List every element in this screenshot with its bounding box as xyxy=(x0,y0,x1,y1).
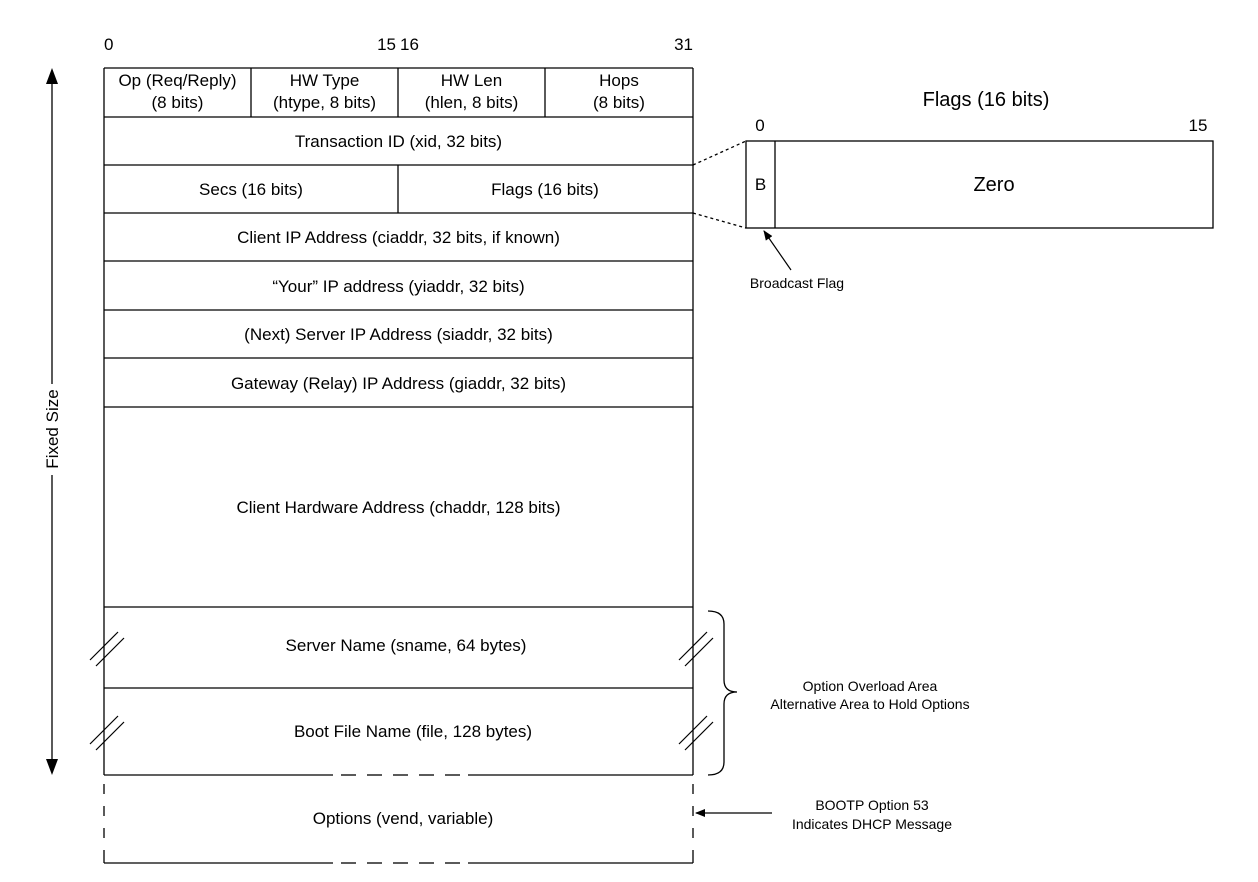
secs-field: Secs (16 bits) xyxy=(199,180,303,199)
flags-bit-0-label: 0 xyxy=(755,116,764,135)
flags-detail-box xyxy=(745,140,1214,229)
options-frame xyxy=(103,784,694,864)
break-marks xyxy=(89,631,714,751)
message-frame xyxy=(103,67,694,776)
giaddr-field: Gateway (Relay) IP Address (giaddr, 32 b… xyxy=(231,374,566,393)
broadcast-bit-label: B xyxy=(755,175,766,194)
bit-16-label: 16 xyxy=(400,35,419,54)
broadcast-flag-label: Broadcast Flag xyxy=(750,275,844,291)
chaddr-field: Client Hardware Address (chaddr, 128 bit… xyxy=(236,498,560,517)
overload-note-line1: Option Overload Area xyxy=(803,678,938,694)
flags-bit-15-label: 15 xyxy=(1189,116,1208,135)
sname-field: Server Name (sname, 64 bytes) xyxy=(286,636,527,655)
htype-field-line1: HW Type xyxy=(290,71,360,90)
overload-note-line2: Alternative Area to Hold Options xyxy=(770,696,969,712)
overload-note: Option Overload Area Alternative Area to… xyxy=(707,610,970,776)
flags-detail: Flags (16 bits) 0 15 B Zero Broadcast Fl… xyxy=(692,89,1214,291)
broadcast-flag-arrow xyxy=(763,230,792,271)
hlen-field-line1: HW Len xyxy=(441,71,502,90)
down-arrow-icon xyxy=(46,759,58,775)
flags-field: Flags (16 bits) xyxy=(491,180,599,199)
bootp-note-line1: BOOTP Option 53 xyxy=(815,797,929,813)
bootp-note: BOOTP Option 53 Indicates DHCP Message xyxy=(695,797,952,832)
transaction-id-field: Transaction ID (xid, 32 bits) xyxy=(295,132,502,151)
zoom-connector-top xyxy=(692,140,747,166)
flags-detail-title: Flags (16 bits) xyxy=(923,89,1050,111)
up-arrow-icon xyxy=(46,68,58,84)
op-field-line2: (8 bits) xyxy=(152,93,204,112)
options-field: Options (vend, variable) xyxy=(313,809,493,828)
curly-brace-icon xyxy=(707,610,738,776)
bit-ruler: 0 15 16 31 xyxy=(104,35,693,54)
fixed-size-indicator: Fixed Size xyxy=(43,68,62,775)
header-fields-row: Op (Req/Reply) (8 bits) HW Type (htype, … xyxy=(118,71,645,112)
op-field-line1: Op (Req/Reply) xyxy=(118,71,236,90)
hops-field-line2: (8 bits) xyxy=(593,93,645,112)
fixed-size-label: Fixed Size xyxy=(43,389,62,468)
htype-field-line2: (htype, 8 bits) xyxy=(273,93,376,112)
bit-0-label: 0 xyxy=(104,35,113,54)
zoom-connector-bottom xyxy=(692,212,747,229)
zero-bits-label: Zero xyxy=(973,174,1014,196)
siaddr-field: (Next) Server IP Address (siaddr, 32 bit… xyxy=(244,325,553,344)
bit-31-label: 31 xyxy=(674,35,693,54)
hlen-field-line2: (hlen, 8 bits) xyxy=(425,93,519,112)
file-field: Boot File Name (file, 128 bytes) xyxy=(294,722,532,741)
bit-15-label: 15 xyxy=(377,35,396,54)
yiaddr-field: “Your” IP address (yiaddr, 32 bits) xyxy=(272,277,524,296)
bootp-note-line2: Indicates DHCP Message xyxy=(792,816,952,832)
ciaddr-field: Client IP Address (ciaddr, 32 bits, if k… xyxy=(237,228,560,247)
hops-field-line1: Hops xyxy=(599,71,639,90)
